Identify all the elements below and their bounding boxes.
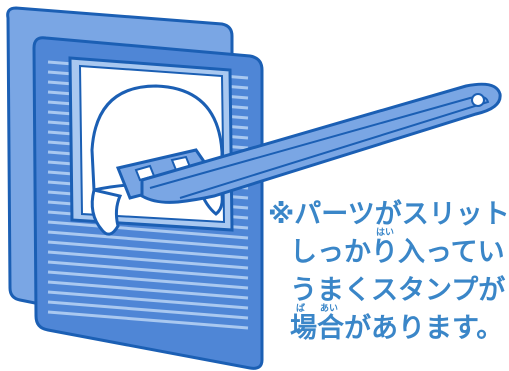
- note-line-4-text: 場合があります。: [290, 313, 504, 344]
- ruby-hai: はい: [376, 228, 395, 238]
- note-line-2-text: しっかり入ってい: [290, 237, 505, 268]
- tweezers-hole: [471, 93, 485, 107]
- warning-note: ※パーツがスリットに はい しっかり入ってい うまくスタンプが ば あい 場合が…: [268, 196, 509, 348]
- ruby-ai: あい: [320, 304, 339, 314]
- ruby-ba: ば: [296, 304, 306, 314]
- note-line-3: うまくスタンプが: [290, 275, 506, 306]
- stamp-dome-drip-left: [90, 188, 123, 236]
- note-line-1: ※パーツがスリットに: [268, 199, 509, 230]
- note-line-2: はい しっかり入ってい: [268, 228, 509, 272]
- note-line-4: ば あい 場合があります。: [268, 304, 509, 348]
